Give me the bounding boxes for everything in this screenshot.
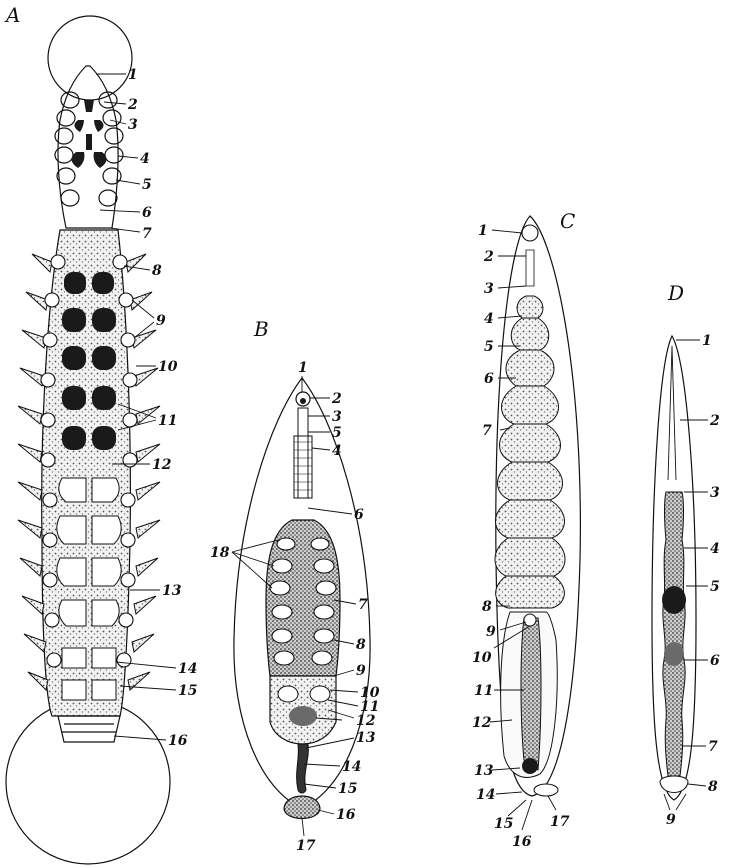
callout-number: 11 <box>474 683 493 699</box>
callout-number: 3 <box>332 409 342 425</box>
callout-number: 2 <box>331 391 342 407</box>
callout-number: 16 <box>336 807 356 823</box>
callout-number: 4 <box>140 151 150 167</box>
callout-number: 12 <box>152 457 172 473</box>
callout-number: 15 <box>494 816 513 832</box>
callout-number: 16 <box>512 834 532 850</box>
callout-number: 7 <box>482 423 492 439</box>
callout-number: 6 <box>710 653 720 669</box>
callout-number: 16 <box>168 733 188 749</box>
posterior-yolk-b <box>284 796 320 819</box>
tail-b <box>297 744 309 793</box>
callout-number: 1 <box>702 333 712 349</box>
gut-c <box>521 618 541 770</box>
callout-number: 7 <box>708 739 718 755</box>
callout-number: 5 <box>142 177 152 193</box>
callout-number: 3 <box>484 281 494 297</box>
callout-number: 5 <box>710 579 720 595</box>
callout-number: 9 <box>356 663 366 679</box>
callout-number: 5 <box>332 425 342 441</box>
callout-number: 14 <box>178 661 197 677</box>
callout-number: 14 <box>342 759 361 775</box>
striated-stalk-b <box>294 436 312 498</box>
callout-number: 8 <box>356 637 366 653</box>
callout-number: 5 <box>484 339 494 355</box>
callout-number: 1 <box>478 223 488 239</box>
callout-number: 2 <box>709 413 720 429</box>
callout-number: 14 <box>476 787 495 803</box>
neck-b <box>298 408 308 438</box>
callout-number: 10 <box>472 650 492 666</box>
callout-number: 1 <box>298 360 308 376</box>
callout-number: 17 <box>296 838 316 854</box>
callout-number: 8 <box>708 779 718 795</box>
callout-number: 10 <box>158 359 178 375</box>
callout-number: 8 <box>482 599 492 615</box>
column-d <box>663 492 685 776</box>
callout-number: 18 <box>210 545 230 561</box>
callout-number: 13 <box>162 583 182 599</box>
callout-number: 12 <box>356 713 376 729</box>
callout-number: 4 <box>484 311 494 327</box>
callout-number: 9 <box>156 313 166 329</box>
callout-number: 4 <box>332 443 342 459</box>
callout-number: 6 <box>354 507 364 523</box>
callout-number: 13 <box>356 730 376 746</box>
panel-c-label: C <box>560 209 575 233</box>
callout-number: 4 <box>710 541 720 557</box>
callout-number: 11 <box>158 413 177 429</box>
callout-number: 8 <box>152 263 162 279</box>
panel-c: C 1 2 3 4 5 6 7 8 9 10 11 12 13 14 15 <box>472 209 580 850</box>
callout-number: 3 <box>128 117 138 133</box>
callout-number: 13 <box>474 763 494 779</box>
panel-b: B <box>210 317 380 854</box>
panel-d: D 1 2 3 4 5 6 7 8 9 <box>652 281 720 828</box>
callout-number: 6 <box>484 371 494 387</box>
panel-d-label: D <box>667 281 684 305</box>
callout-number: 7 <box>142 226 152 242</box>
callout-number: 1 <box>128 67 138 83</box>
anterior-yolk-sphere <box>48 16 132 100</box>
callout-number: 6 <box>142 205 152 221</box>
callout-number: 9 <box>486 624 496 640</box>
panel-b-label: B <box>253 317 269 341</box>
callout-number: 17 <box>550 814 570 830</box>
tail-cone <box>58 716 120 742</box>
anterior-bulb-c <box>522 225 538 241</box>
panel-a-label: A <box>4 3 20 27</box>
head-dark-structures <box>71 100 106 168</box>
lobed-column-c <box>495 296 565 608</box>
callout-number: 15 <box>338 781 357 797</box>
callout-number: 9 <box>666 812 676 828</box>
callout-number: 12 <box>472 715 492 731</box>
callout-number: 2 <box>483 249 494 265</box>
callout-number: 7 <box>358 597 368 613</box>
callout-number: 15 <box>178 683 197 699</box>
callout-number: 2 <box>127 97 138 113</box>
panel-a: A <box>4 3 197 864</box>
callout-number: 3 <box>710 485 720 501</box>
